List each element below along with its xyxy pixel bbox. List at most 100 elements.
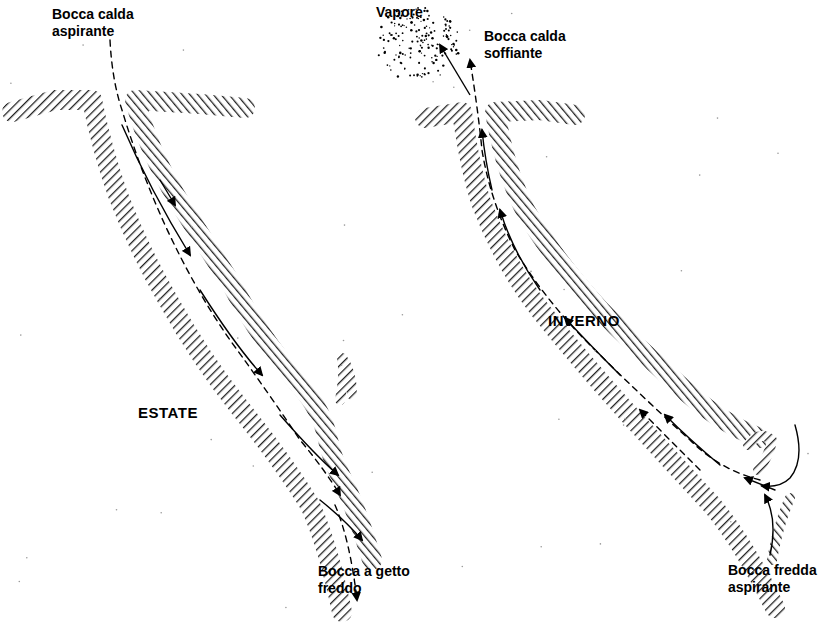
vapor-dot (409, 57, 411, 59)
vapor-dot (402, 24, 404, 26)
vapor-dot (457, 52, 460, 55)
vapor-dot (424, 55, 426, 57)
vapor-dot (414, 24, 416, 26)
vapor-dot (452, 43, 454, 45)
vapor-dot (456, 53, 458, 55)
vapor-dot (404, 68, 406, 70)
vapor-dot (380, 26, 383, 29)
speck (469, 29, 471, 31)
speck (558, 418, 560, 420)
vapor-dot (384, 51, 386, 53)
vapor-dot (413, 74, 415, 76)
vapor-dot (426, 25, 428, 27)
vapor-dot (389, 65, 390, 66)
vapor-dot (424, 39, 426, 41)
vapor-arrow (440, 45, 470, 95)
speck (402, 314, 404, 316)
mouth-label: Bocca calda aspirante (52, 6, 152, 40)
speck (540, 546, 542, 548)
vapor-dot (391, 34, 393, 36)
mouth-label: Bocca calda soffiante (484, 28, 584, 62)
speck (285, 607, 287, 609)
vapor-dot (411, 21, 413, 23)
vapor-dot (420, 75, 421, 76)
vapor-dot (393, 59, 395, 61)
vapor-dot (436, 47, 438, 49)
vapor-dot (449, 27, 451, 29)
vapor-dot (409, 75, 411, 77)
vapor-dot (427, 47, 429, 49)
vapor-dot (420, 21, 421, 22)
vapor-dot (398, 24, 400, 26)
speck (777, 153, 779, 155)
vapor-dot (424, 27, 426, 29)
vapor-dot (426, 10, 428, 12)
vapor-dot (402, 32, 404, 34)
vapor-dot (448, 25, 450, 27)
mouth-label: Bocca a getto freddo (318, 563, 430, 597)
speck (20, 334, 22, 336)
speck (191, 226, 193, 228)
vapor-dot (429, 27, 430, 28)
vapor-dot (432, 45, 434, 47)
speck (82, 44, 84, 46)
speck (432, 81, 434, 83)
vapor-dot (417, 75, 419, 77)
speck (343, 340, 345, 342)
speck (453, 86, 455, 88)
season-label: INVERNO (548, 312, 648, 329)
vapor-dot (383, 52, 386, 55)
vapor-dot (410, 52, 412, 54)
speck (26, 557, 28, 559)
vapor-dot (419, 50, 421, 52)
vapor-dot (417, 41, 419, 43)
vapor-dot (419, 51, 420, 52)
speck (530, 271, 532, 273)
vapor-dot (430, 31, 432, 33)
vapor-dot (399, 45, 400, 46)
vapor-dot (435, 59, 437, 61)
vapor-dot (399, 52, 402, 55)
vapor-dot (426, 38, 428, 40)
vapor-dot (451, 50, 453, 52)
vapor-dot (427, 18, 429, 20)
vapor-dot (402, 40, 404, 42)
speck (681, 270, 683, 272)
vapor-dot (411, 41, 413, 43)
vapor-dot (443, 16, 445, 18)
vapor-dot (395, 54, 396, 55)
vapor-dot (425, 35, 427, 37)
vapor-dot (424, 67, 426, 69)
speck (546, 156, 548, 158)
speck (183, 49, 185, 51)
speck (341, 364, 343, 366)
speck (730, 521, 732, 523)
vapor-dot (449, 20, 451, 22)
vapor-dot (400, 25, 402, 27)
vapor-dot (450, 35, 452, 37)
vapor-dot (420, 44, 421, 45)
vapor-dot (423, 10, 425, 12)
vapor-dot (403, 25, 404, 26)
vapor-dot (445, 25, 447, 27)
vapor-dot (387, 64, 389, 66)
vapor-dot (395, 32, 397, 34)
vapor-label: Vapore (376, 4, 446, 21)
vapor-dot (431, 57, 433, 59)
vapor-dot (383, 39, 385, 41)
speck (344, 224, 346, 226)
mouth-label: Bocca fredda aspirante (728, 562, 834, 596)
vapor-dot (400, 62, 402, 64)
speck (623, 424, 625, 426)
vapor-dot (418, 62, 420, 64)
speck (116, 509, 118, 511)
vapor-dot (428, 34, 430, 36)
speck (19, 581, 21, 583)
vapor-dot (446, 35, 449, 38)
speck (699, 174, 701, 176)
vapor-dot (442, 64, 444, 66)
vapor-dot (382, 34, 383, 35)
vapor-dot (415, 30, 417, 32)
vapor-dot (378, 54, 380, 56)
